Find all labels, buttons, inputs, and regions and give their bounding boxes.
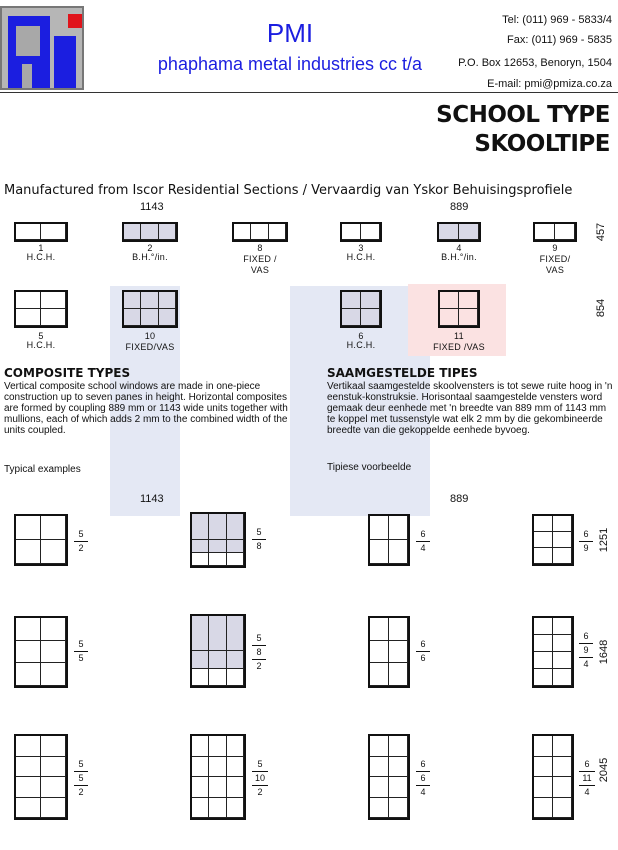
- typical-examples-af: Tipiese voorbeelde: [327, 462, 412, 473]
- window-type-9: [533, 222, 577, 242]
- window-type-6: [340, 290, 382, 328]
- window-type-4: [437, 222, 481, 242]
- email: E-mail: pmi@pmiza.co.za: [487, 78, 612, 90]
- window-9-label2: VAS: [545, 265, 565, 275]
- window-11-label: FIXED /VAS: [433, 342, 485, 352]
- window-type-5: [14, 290, 68, 328]
- window-5-label: H.C.H.: [26, 340, 56, 350]
- composite-para-en: Vertical composite school windows are ma…: [4, 381, 288, 436]
- window-11-num: 11: [454, 331, 464, 341]
- composite-para-af: Vertikaal saamgestelde skoolvensters is …: [327, 381, 613, 436]
- example-6-6: [368, 616, 410, 688]
- composite-heading-en: COMPOSITE TYPES: [4, 366, 131, 380]
- window-2-num: 2: [147, 243, 153, 253]
- dim-1143-examples: 1143: [140, 493, 164, 505]
- example-6-6-4: [368, 734, 410, 820]
- title-en: SCHOOL TYPE: [436, 102, 610, 128]
- example-6-11-4: [532, 734, 574, 820]
- header-rule: [0, 92, 618, 93]
- window-8-num: 8: [257, 243, 263, 253]
- window-2-label: B.H.°/in.: [132, 252, 168, 262]
- subtitle: Manufactured from Iscor Residential Sect…: [4, 183, 573, 198]
- example-5-8-2: [190, 614, 246, 688]
- company-name: phaphama metal industries cc t/a: [157, 54, 423, 74]
- window-6-label: H.C.H.: [346, 340, 376, 350]
- dim-1251: 1251: [598, 527, 611, 553]
- example-6-4: [368, 514, 410, 566]
- company-short: PMI: [266, 18, 314, 48]
- window-type-1: [14, 222, 68, 242]
- window-type-3: [340, 222, 382, 242]
- example-5-5-2: [14, 734, 68, 820]
- window-4-label: B.H.°/in.: [441, 252, 477, 262]
- window-1-num: 1: [38, 243, 44, 253]
- typical-examples-en: Typical examples: [4, 464, 81, 475]
- dim-1143: 1143: [140, 201, 164, 213]
- window-8-label2: VAS: [250, 265, 270, 275]
- window-9-label: FIXED/: [539, 254, 571, 264]
- dim-889: 889: [450, 201, 469, 213]
- example-5-5: [14, 616, 68, 688]
- title-af: SKOOLTIPE: [474, 131, 610, 157]
- window-6-num: 6: [358, 331, 364, 341]
- window-10-num: 10: [144, 331, 156, 341]
- window-3-label: H.C.H.: [346, 252, 376, 262]
- window-type-8: [232, 222, 288, 242]
- window-3-num: 3: [358, 243, 364, 253]
- dim-457: 457: [595, 222, 608, 242]
- window-type-11: [438, 290, 480, 328]
- window-1-label: H.C.H.: [26, 252, 56, 262]
- example-6-9-4: [532, 616, 574, 688]
- fax: Fax: (011) 969 - 5835: [507, 34, 612, 46]
- window-5-num: 5: [38, 331, 44, 341]
- dim-2045: 2045: [598, 757, 611, 783]
- window-8-label: FIXED /: [243, 254, 277, 264]
- example-5-2: [14, 514, 68, 566]
- dim-889-examples: 889: [450, 493, 469, 505]
- window-10-label: FIXED/VAS: [125, 342, 175, 352]
- dim-1648: 1648: [598, 639, 611, 665]
- example-5-8: [190, 512, 246, 568]
- po-box: P.O. Box 12653, Benoryn, 1504: [458, 57, 612, 69]
- window-type-2: [122, 222, 178, 242]
- tel: Tel: (011) 969 - 5833/4: [502, 14, 612, 26]
- example-6-9: [532, 514, 574, 566]
- composite-heading-af: SAAMGESTELDE TIPES: [327, 366, 478, 380]
- company-block: PMI phaphama metal industries cc t/a: [140, 18, 440, 76]
- window-4-num: 4: [456, 243, 462, 253]
- pmi-logo: [0, 6, 84, 90]
- highlight-shape: [408, 284, 506, 356]
- window-type-10: [122, 290, 178, 328]
- dim-854: 854: [595, 298, 608, 318]
- window-9-num: 9: [552, 243, 558, 253]
- example-5-10-2: [190, 734, 246, 820]
